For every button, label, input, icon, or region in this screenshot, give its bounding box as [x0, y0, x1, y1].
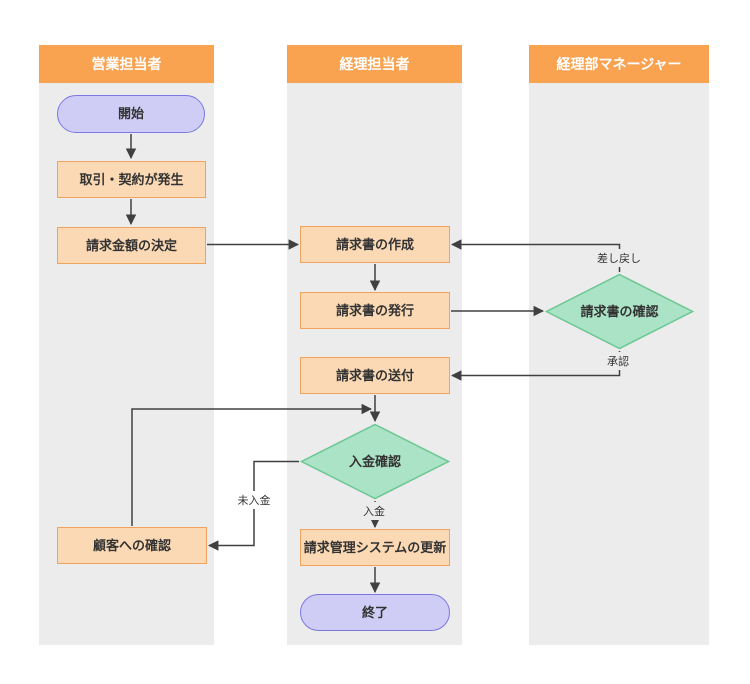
node-issue-invoice-label: 請求書の発行 — [335, 302, 414, 318]
edge-label-return: 差し戻し — [594, 249, 644, 267]
edge-label-approve: 承認 — [604, 352, 632, 370]
node-issue-invoice: 請求書の発行 — [300, 292, 450, 329]
node-transaction-label: 取引・契約が発生 — [79, 171, 184, 187]
node-start-label: 開始 — [117, 106, 144, 122]
node-check-invoice: 請求書の確認 — [545, 273, 694, 350]
node-confirm-customer: 顧客への確認 — [57, 527, 207, 564]
node-create-invoice: 請求書の作成 — [300, 226, 450, 263]
lane-accounting-title: 経理担当者 — [339, 56, 410, 72]
lane-manager-header: 経理部マネージャー — [529, 45, 709, 83]
lane-manager-title: 経理部マネージャー — [556, 56, 682, 72]
edge-label-paid: 入金 — [360, 502, 388, 520]
node-check-payment-label: 入金確認 — [348, 453, 401, 469]
diamond-shape — [300, 423, 450, 500]
node-confirm-customer-label: 顧客への確認 — [92, 537, 171, 553]
node-send-invoice-label: 請求書の送付 — [335, 367, 414, 383]
node-update-system-label: 請求管理システムの更新 — [303, 539, 447, 555]
lane-sales-header: 営業担当者 — [39, 45, 214, 83]
node-check-payment: 入金確認 — [300, 423, 450, 500]
node-end: 終了 — [300, 594, 450, 631]
node-decide-amount-label: 請求金額の決定 — [85, 237, 177, 253]
node-create-invoice-label: 請求書の作成 — [335, 236, 414, 252]
node-transaction: 取引・契約が発生 — [57, 161, 206, 198]
edge-label-unpaid: 未入金 — [234, 491, 274, 509]
node-decide-amount: 請求金額の決定 — [57, 227, 206, 264]
node-end-label: 終了 — [361, 604, 388, 620]
lane-sales-title: 営業担当者 — [91, 56, 162, 72]
node-send-invoice: 請求書の送付 — [300, 357, 450, 394]
node-update-system: 請求管理システムの更新 — [300, 529, 450, 566]
diamond-shape — [545, 273, 694, 350]
node-start: 開始 — [57, 95, 205, 133]
lane-accounting-header: 経理担当者 — [287, 45, 462, 83]
node-check-invoice-label: 請求書の確認 — [580, 303, 659, 319]
